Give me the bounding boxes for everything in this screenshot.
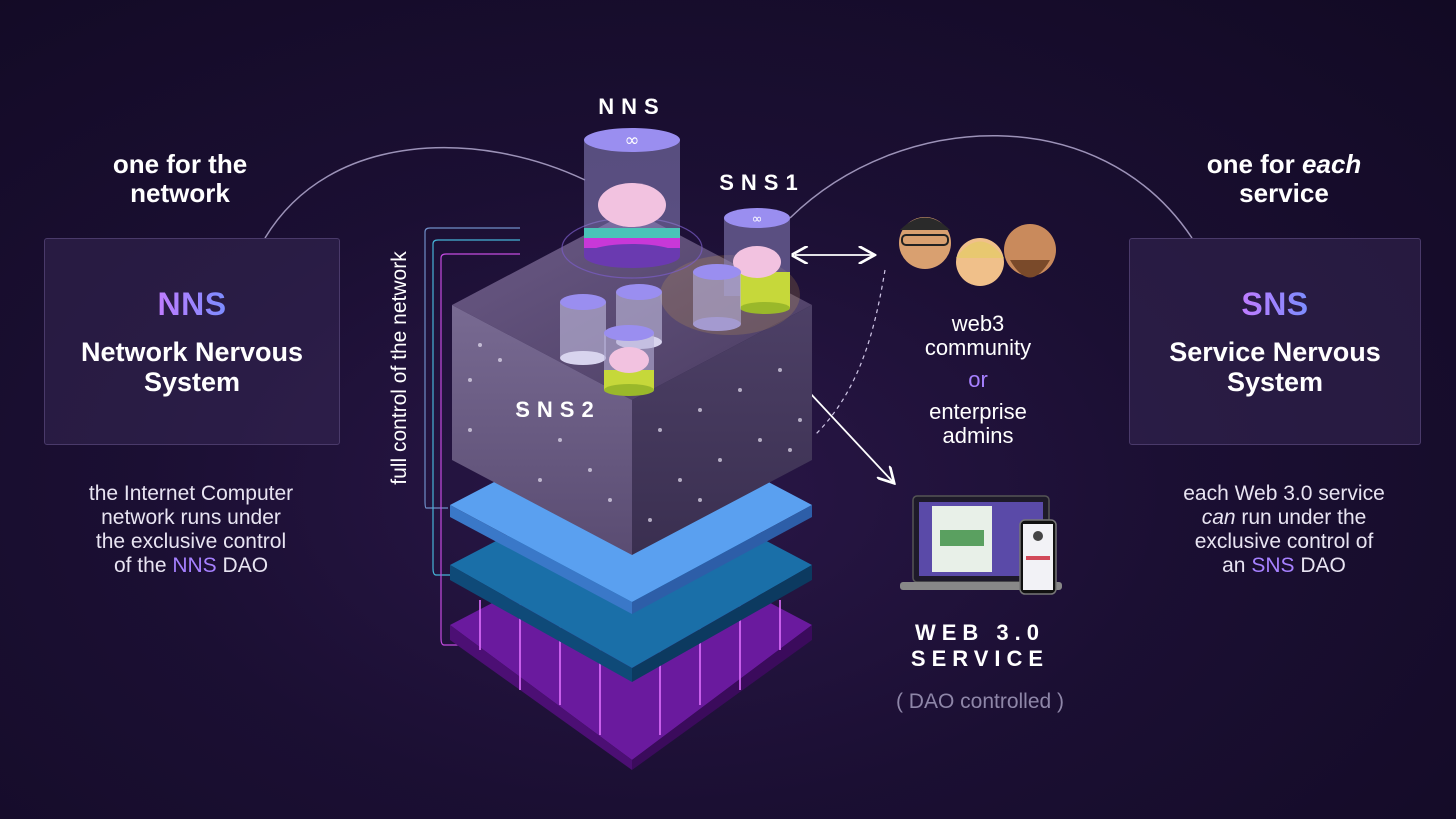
nns-label: NNS xyxy=(598,94,666,119)
sns-desc-highlight: SNS xyxy=(1251,554,1295,577)
nns-desc-line1: the Internet Computer xyxy=(88,482,294,505)
nns-acronym: NNS xyxy=(157,286,227,322)
sns-heading-pre: one for xyxy=(1206,149,1303,179)
sns-desc-line3: exclusive control of xyxy=(1194,530,1374,553)
enterprise-line2: admins xyxy=(942,423,1014,448)
nns-description: the Internet Computer network runs under… xyxy=(44,482,338,578)
web3-line1: WEB 3.0 xyxy=(914,620,1046,645)
sns-heading: one for each service xyxy=(1164,150,1404,208)
full-control-label: full control of the network xyxy=(388,251,411,485)
small-canisters xyxy=(560,264,741,396)
sns-desc-line4: an SNS DAO xyxy=(1129,554,1439,578)
sns-desc-em: can xyxy=(1201,506,1236,529)
or-label: or xyxy=(968,367,988,392)
sns-desc-line1: each Web 3.0 service xyxy=(1183,482,1385,505)
enterprise-line1: enterprise xyxy=(929,399,1027,424)
sns-box: SNS Service Nervous System xyxy=(1129,238,1421,445)
sns2-label: SNS2 xyxy=(515,397,601,422)
sns-desc-line2: can run under the xyxy=(1129,506,1439,530)
nns-canister: ∞ xyxy=(561,128,703,279)
sns-heading-line1: one for each xyxy=(1164,150,1404,179)
sns-desc-line2-post: run under the xyxy=(1235,506,1367,529)
sns-heading-line2: service xyxy=(1239,178,1329,208)
community-line1: web3 xyxy=(951,311,1005,336)
sns-acronym: SNS xyxy=(1241,286,1309,322)
sns1-canister: ∞ xyxy=(724,208,790,314)
nns-desc-line2: network runs under xyxy=(101,506,281,529)
nns-full-name-line1: Network Nervous xyxy=(80,337,304,367)
nns-full-name-line2: System xyxy=(143,367,241,397)
sns-description: each Web 3.0 service can run under the e… xyxy=(1129,482,1439,578)
nns-desc-line3: the exclusive control xyxy=(95,530,287,553)
svg-text:∞: ∞ xyxy=(752,212,763,227)
community-line2: community xyxy=(924,335,1032,360)
sns-desc-line4-post: DAO xyxy=(1294,554,1346,577)
nns-heading: one for the network xyxy=(60,150,300,208)
nns-box: NNS Network Nervous System xyxy=(44,238,340,445)
sns-full-name-line1: Service Nervous xyxy=(1169,337,1381,367)
web3-line2: SERVICE xyxy=(910,646,1050,671)
sns-full-name-line2: System xyxy=(1226,367,1324,397)
nns-heading-line1: one for the xyxy=(112,149,248,179)
web3-service-label: WEB 3.0 SERVICE xyxy=(880,620,1080,672)
nns-desc-line4-post: DAO xyxy=(216,554,269,577)
sns1-label: SNS1 xyxy=(719,170,805,195)
sns-heading-em: each xyxy=(1302,149,1362,179)
svg-text:∞: ∞ xyxy=(625,130,640,151)
nns-desc-line4: of the NNS DAO xyxy=(44,554,338,578)
nns-desc-highlight: NNS xyxy=(172,554,217,577)
nns-desc-line4-pre: of the xyxy=(113,554,173,577)
sns-desc-line4-pre: an xyxy=(1222,554,1252,577)
community-avatars xyxy=(899,217,1056,286)
nns-heading-line2: network xyxy=(130,178,230,208)
laptop-and-phone xyxy=(900,495,1062,595)
community-label: web3 community or enterprise admins xyxy=(898,312,1058,448)
dao-controlled-label: ( DAO controlled ) xyxy=(895,690,1065,713)
